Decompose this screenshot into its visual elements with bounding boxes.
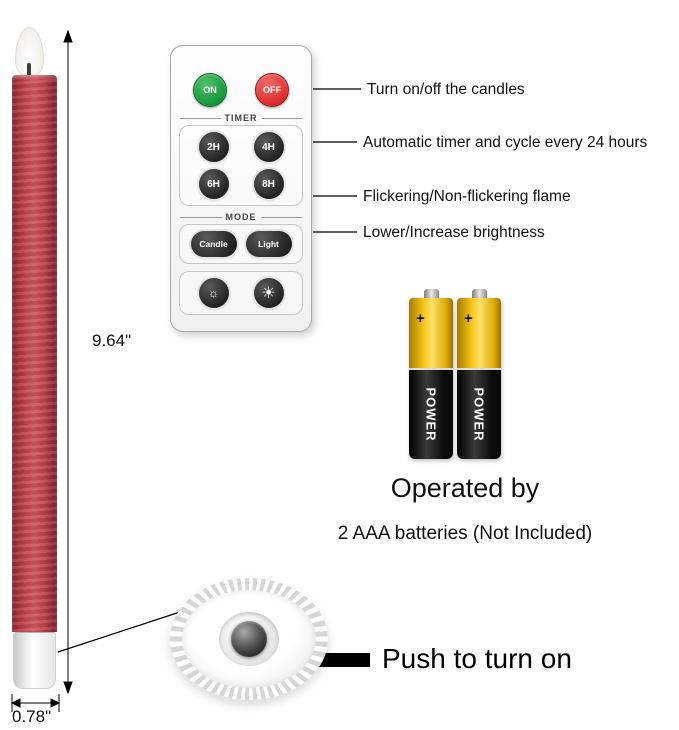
callout-on-off: Turn on/off the candles (367, 81, 525, 98)
timer-4h-button[interactable]: 4H (253, 132, 284, 162)
dim-button[interactable]: ☼ (198, 278, 229, 308)
battery-brand-label: POWER (471, 387, 487, 442)
battery-caption-line2: 2 AAA batteries (Not Included) (337, 523, 593, 544)
battery-top-yellow: + (457, 298, 501, 368)
battery-plus-label: + (464, 310, 473, 327)
candle-white-base (13, 632, 56, 689)
candle-wick (27, 63, 31, 77)
battery-terminal (471, 289, 487, 298)
on-off-row: ON OFF (180, 73, 302, 107)
push-to-turn-on-label: Push to turn on (382, 643, 572, 674)
battery-bottom-black: POWER (457, 368, 501, 459)
battery-plus-label: + (416, 310, 425, 327)
callout-lines (313, 88, 361, 233)
callout-timer: Automatic timer and cycle every 24 hours (363, 134, 648, 151)
light-mode-button[interactable]: Light (245, 231, 292, 257)
timer-8h-button[interactable]: 8H (253, 169, 284, 199)
battery-terminal (423, 289, 439, 298)
mode-section-label: MODE (180, 212, 302, 222)
candle-mode-button[interactable]: Candle (190, 231, 237, 257)
height-dimension-label: 9.64" (92, 331, 132, 350)
timer-2h-button[interactable]: 2H (198, 132, 229, 162)
width-dimension-label: 0.78" (12, 707, 52, 726)
mode-button-group: Candle Light (179, 224, 303, 264)
battery-bottom-black: POWER (409, 368, 453, 459)
battery-body: + POWER (457, 298, 501, 459)
power-button[interactable] (231, 621, 267, 657)
timer-6h-button[interactable]: 6H (198, 169, 229, 199)
battery-body: + POWER (409, 298, 453, 459)
battery-top-yellow: + (409, 298, 453, 368)
aaa-battery-2: + POWER (457, 289, 501, 459)
candle-bottom-view (170, 578, 328, 700)
callout-flicker-mode: Flickering/Non-flickering flame (363, 188, 571, 205)
brighten-button[interactable]: ☀ (253, 278, 284, 308)
battery-caption-line1: Operated by (390, 473, 540, 503)
off-button[interactable]: OFF (255, 73, 289, 107)
timer-label-text: TIMER (224, 113, 258, 123)
height-dimension-line (63, 29, 73, 695)
dim-sun-icon: ☼ (208, 286, 219, 300)
brightness-button-group: ☼ ☀ (179, 271, 303, 315)
on-button[interactable]: ON (193, 73, 227, 107)
red-candle-body (12, 75, 57, 632)
remote-control: ON OFF TIMER 2H 4H 6H 8H MODE Candle Lig… (170, 45, 312, 332)
pointer-line-to-base (57, 610, 184, 653)
timer-button-group: 2H 4H 6H 8H (179, 125, 303, 206)
battery-brand-label: POWER (423, 387, 439, 442)
callout-brightness: Lower/Increase brightness (363, 224, 545, 241)
timer-section-label: TIMER (180, 113, 302, 123)
bright-sun-icon: ☀ (261, 285, 276, 302)
aaa-battery-1: + POWER (409, 289, 453, 459)
mode-label-text: MODE (225, 212, 257, 222)
